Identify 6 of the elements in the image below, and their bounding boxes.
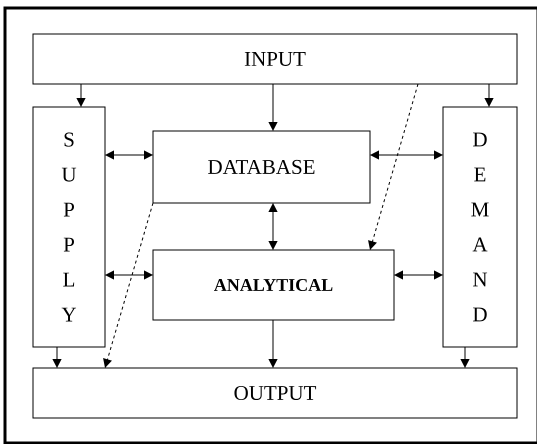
- process-box: DATABASE: [152, 130, 370, 204]
- process-box: DEMAND: [442, 106, 518, 348]
- process-box: ANALYTICAL: [152, 250, 394, 320]
- process-box: OUTPUT: [32, 368, 518, 418]
- process-box: SUPPLY: [32, 106, 106, 348]
- process-box: INPUT: [32, 34, 518, 84]
